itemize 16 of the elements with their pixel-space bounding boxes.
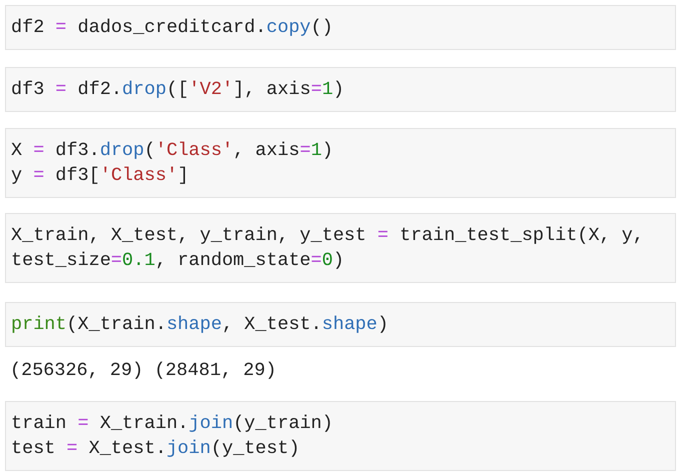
code-line: X_train, X_test, y_train, y_test = train_test_split(X, y, (11, 224, 644, 248)
code-line: df3 = df2.drop(['V2'], axis=1) (11, 78, 344, 102)
code-cell (5, 401, 676, 471)
code-line: test = X_test.join(y_test) (11, 437, 300, 461)
code-cell (5, 128, 676, 198)
code-line: X = df3.drop('Class', axis=1) (11, 139, 334, 163)
code-line: print(X_train.shape, X_test.shape) (11, 313, 388, 337)
code-cell (5, 213, 676, 283)
code-cell (5, 67, 676, 112)
code-line: test_size=0.1, random_state=0) (11, 249, 344, 273)
code-line: train = X_train.join(y_train) (11, 412, 333, 436)
cell-output: (256326, 29) (28481, 29) (10, 359, 276, 383)
code-cell (5, 5, 676, 50)
code-line: df2 = dados_creditcard.copy() (11, 16, 334, 40)
code-cell (5, 302, 676, 347)
code-line: y = df3['Class'] (11, 164, 189, 188)
